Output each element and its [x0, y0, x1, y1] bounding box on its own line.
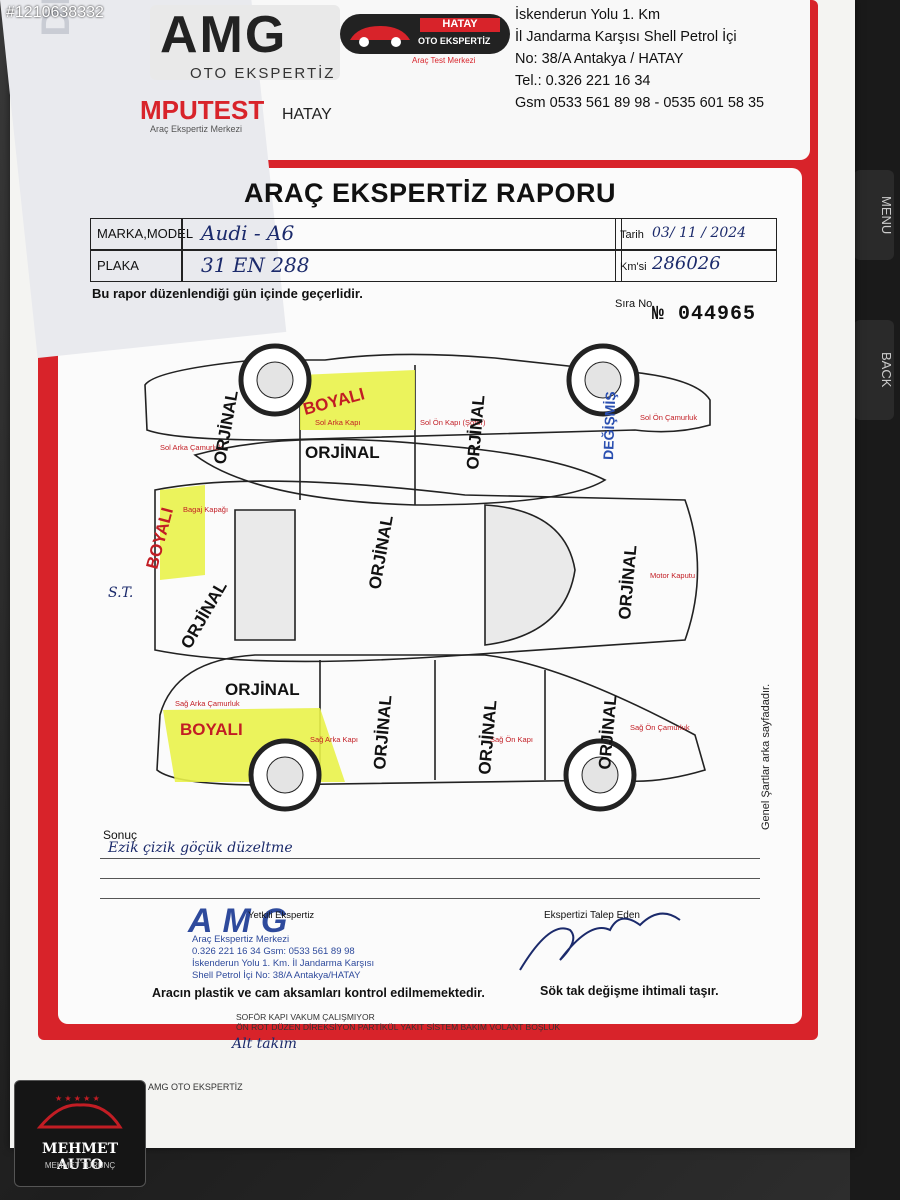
car-damage-diagram: Sol Arka Çamurluk Sol Arka Kapı Sol Ön K…: [143, 343, 711, 812]
label-sol-on-kapi: Sol Ön Kapı (Şoför): [420, 418, 486, 427]
sok-tak-note: Sök tak değişme ihtimali taşır.: [540, 984, 719, 998]
plaka-field: PLAKA 31 EN 288: [90, 250, 622, 282]
stamp-orjinal-3: ORJİNAL: [463, 394, 488, 470]
listing-id: #1210638332: [6, 4, 104, 21]
hatay-label: HATAY: [282, 106, 332, 123]
phone: Tel.: 0.326 221 16 34: [515, 73, 651, 89]
plaka-value: 31 EN 288: [201, 253, 310, 277]
stamp-orjinal-9: ORJİNAL: [475, 699, 500, 775]
hatay-logo: HATAY OTO EKSPERTİZ Araç Test Merkezi: [340, 14, 510, 65]
marka-label: MARKA,MODEL: [97, 226, 194, 241]
stamp-orjinal-4: ORJİNAL: [365, 514, 397, 591]
km-field: Km'si 286026: [615, 250, 777, 282]
tarih-label: Tarih: [620, 229, 644, 241]
computest-sub: Araç Ekspertiz Merkezi: [150, 124, 243, 134]
address-line-1: İskenderun Yolu 1. Km: [515, 7, 661, 23]
label-sag-on-kapi: Sağ Ön Kapı: [490, 735, 533, 744]
sol-arka-kapi-painted: [300, 370, 415, 430]
sira-number: № 044965: [652, 303, 757, 326]
label-bagaj-kapagi: Bagaj Kapağı: [183, 505, 228, 514]
company-stamp: AMG Yetkili Ekspertiz Araç Ekspertiz Mer…: [188, 902, 375, 981]
amg-logo: AMG OTO EKSPERTİZ: [150, 5, 340, 82]
plastic-note: Aracın plastik ve cam aksamları kontrol …: [152, 986, 485, 1000]
requester-label: Ekspertizi Talep Eden: [544, 910, 640, 921]
km-value: 286026: [652, 253, 721, 274]
footer-handwritten: Alt takım: [232, 1036, 297, 1052]
stamp-orjinal-7: ORJİNAL: [225, 680, 300, 699]
stamp-degismis: DEĞİŞMİŞ: [599, 391, 618, 460]
label-sol-arka-camurluk: Sol Arka Çamurluk: [160, 443, 222, 452]
tarih-field: Tarih 03/ 11 / 2024: [615, 218, 777, 250]
address-line-2: İl Jandarma Karşısı Shell Petrol İçi: [515, 29, 737, 45]
address-line-3: No: 38/A Antakya / HATAY: [515, 51, 684, 67]
label-sol-arka-kapi: Sol Arka Kapı: [315, 418, 360, 427]
bagaj-kapagi-painted: [160, 485, 205, 580]
label-sol-on-camurluk: Sol Ön Çamurluk: [640, 413, 697, 422]
dealer-watermark: ★ ★ ★ ★ ★ MEHMET AUTO MEHMET TURUNÇ: [14, 1080, 146, 1187]
general-terms-note: Genel Şartlar arka sayfadadır.: [760, 683, 772, 830]
st-mark: S.T.: [108, 585, 134, 601]
signature-icon: [519, 912, 681, 971]
infotainment-edge: MENU BACK: [850, 0, 900, 1200]
back-button[interactable]: BACK: [854, 320, 894, 420]
stamp-orjinal-5: ORJİNAL: [615, 544, 640, 620]
computest-logo: MPUTEST: [140, 95, 265, 125]
km-label: Km'si: [620, 261, 647, 273]
marka-value: Audi - A6: [201, 221, 295, 245]
menu-button[interactable]: MENU: [854, 170, 894, 260]
stamp-orjinal-2: ORJİNAL: [305, 443, 380, 462]
stamp-orjinal-8: ORJİNAL: [370, 694, 395, 770]
stamp-orjinal-1: ORJİNAL: [210, 389, 242, 466]
car-logo-icon: [350, 26, 410, 47]
svg-text:★ ★ ★ ★ ★: ★ ★ ★ ★ ★: [55, 1094, 100, 1103]
contact-block: İskenderun Yolu 1. Km İl Jandarma Karşıs…: [515, 4, 764, 114]
footer-brand: AMG OTO EKSPERTİZ: [148, 1082, 243, 1092]
plaka-label: PLAKA: [97, 258, 139, 273]
stamp-orjinal-6: ORJİNAL: [177, 578, 231, 652]
label-sag-arka-camurluk: Sağ Arka Çamurluk: [175, 699, 240, 708]
roof-outline: [154, 480, 699, 663]
gsm: Gsm 0533 561 89 98 - 0535 601 58 35: [515, 95, 765, 111]
right-side-outline: [156, 654, 706, 786]
sonuc-label: Sonuç: [103, 828, 138, 842]
tarih-value: 03/ 11 / 2024: [652, 225, 747, 241]
car-silhouette-icon: ★ ★ ★ ★ ★: [36, 1094, 123, 1129]
sira-label: Sıra No: [615, 298, 653, 310]
label-sag-on-camurluk: Sağ Ön Çamurluk: [630, 723, 690, 732]
sonuc-value: Ezik çizik göçük düzeltme: [108, 840, 293, 856]
label-motor-kaputu: Motor Kaputu: [650, 571, 695, 580]
report-title: ARAÇ EKSPERTİZ RAPORU: [243, 178, 617, 208]
marka-field: MARKA,MODEL Audi - A6: [90, 218, 622, 250]
footer-checklist: SOFÖR KAPI VAKUM ÇALIŞMIYOR ÖN ROT DÜZEN…: [236, 1012, 561, 1032]
label-sag-arka-kapi: Sağ Arka Kapı: [310, 735, 358, 744]
validity-note: Bu rapor düzenlendiği gün içinde geçerli…: [92, 286, 363, 301]
stamp-boyali-3: BOYALI: [180, 720, 243, 739]
